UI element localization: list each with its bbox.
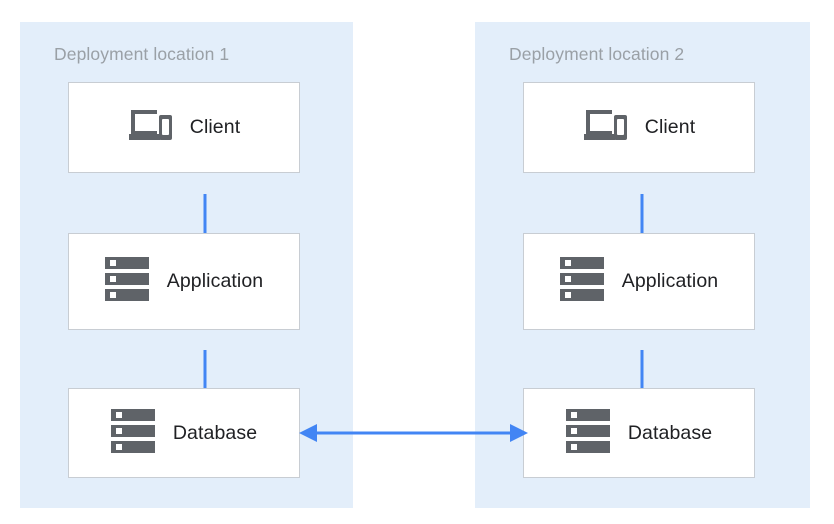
node-application-zone-2[interactable]: Application [523, 233, 755, 330]
server-icon [559, 256, 604, 307]
node-label: Database [172, 421, 258, 444]
node-database-zone-1[interactable]: Database [68, 388, 300, 478]
node-client-zone-1[interactable]: Client [68, 82, 300, 173]
node-client-zone-2[interactable]: Client [523, 82, 755, 173]
server-icon [104, 256, 149, 307]
node-label: Database [627, 421, 713, 444]
arrow-database-replication-bidirectional [298, 420, 529, 446]
server-icon [110, 408, 155, 459]
node-label: Client [189, 116, 241, 138]
zone-1-label: Deployment location 1 [54, 44, 230, 64]
node-label: Application [621, 270, 719, 292]
server-icon [565, 408, 610, 459]
zone-2-label: Deployment location 2 [509, 44, 685, 64]
node-label: Client [644, 116, 696, 138]
node-database-zone-2[interactable]: Database [523, 388, 755, 478]
node-label: Application [166, 270, 264, 292]
deployment-zone-2: Deployment location 2 Client [475, 22, 810, 508]
deployment-zone-1: Deployment location 1 Client [20, 22, 353, 508]
devices-icon [583, 107, 627, 148]
node-application-zone-1[interactable]: Application [68, 233, 300, 330]
devices-icon [128, 107, 172, 148]
